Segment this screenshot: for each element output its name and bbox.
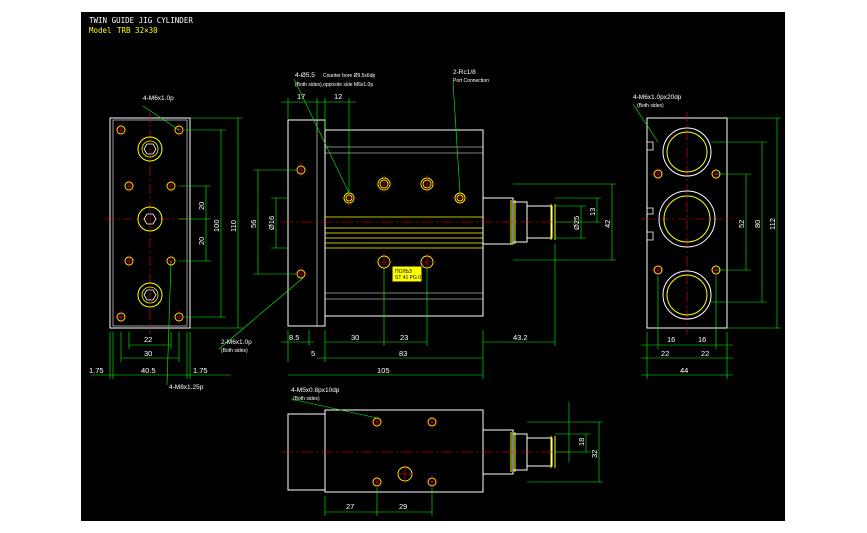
bottom-note: 4-M5x0.8px10dp bbox=[291, 387, 340, 394]
dim-center-bottom-5: 83 bbox=[399, 349, 407, 358]
right-top-note-sub: (Both sides) bbox=[637, 103, 664, 109]
dim-right-v3: 112 bbox=[768, 218, 777, 230]
dim-left-v1: 20 bbox=[197, 202, 206, 210]
dim-center-right-2: 13 bbox=[588, 208, 597, 216]
model-value: TRB 32×30 bbox=[117, 26, 158, 35]
dim-center-bottom-7: 105 bbox=[377, 366, 390, 375]
dim-center-right-1: Ø25 bbox=[572, 216, 581, 230]
hex-socket-icon bbox=[143, 213, 157, 225]
dim-left-h4: 1.75 bbox=[89, 366, 104, 375]
piston-rod bbox=[482, 197, 514, 245]
dim-right-h2: 16 bbox=[698, 335, 706, 344]
drawing-title: TWIN GUIDE JIG CYLINDER bbox=[89, 16, 193, 25]
dim-left-h1: 22 bbox=[144, 335, 152, 344]
dim-center-bottom-6: 43.2 bbox=[513, 333, 528, 342]
left-end-view: 4-M6x1.0p 4-M8x1.25p 20 20 100 110 22 30… bbox=[89, 95, 243, 391]
bottom-top-view: 4-M5x0.8px10dp (Both sides) 18 32 27 29 bbox=[281, 387, 603, 516]
bottom-body bbox=[324, 409, 484, 493]
rear-boss-top bbox=[662, 127, 712, 177]
dim-center-bottom-4: 5 bbox=[311, 349, 315, 358]
dim-center-bottom-1: 8.5 bbox=[289, 333, 299, 342]
rear-boss-middle-inner bbox=[663, 195, 711, 243]
side-notch bbox=[647, 141, 654, 241]
cad-drawing: TWIN GUIDE JIG CYLINDER Model TRB 32×30 bbox=[89, 16, 781, 516]
dim-left-h2: 30 bbox=[144, 349, 152, 358]
left-bolt-bottom bbox=[137, 282, 163, 308]
dim-center-top-1: 17 bbox=[297, 92, 305, 101]
note-port-sub: Port Connection bbox=[453, 78, 489, 84]
dim-left-v2: 20 bbox=[197, 237, 206, 245]
right-top-note: 4-M6x1.0px20dp bbox=[633, 94, 682, 101]
rear-boss-middle bbox=[658, 190, 716, 248]
dim-right-h3: 22 bbox=[661, 349, 669, 358]
dim-right-h1: 16 bbox=[667, 335, 675, 344]
dim-bottom-v1: 18 bbox=[577, 438, 586, 446]
note-counterbore-detail: Counter bore Ø9.5x6dp bbox=[323, 73, 375, 79]
dim-right-h4: 22 bbox=[701, 349, 709, 358]
dim-center-top-2: 12 bbox=[334, 92, 342, 101]
left-bolt-top bbox=[137, 136, 163, 162]
label-badge bbox=[392, 266, 422, 282]
left-bolt-top-inner bbox=[141, 140, 159, 158]
center-side-view: ПОЛЬЗ ST 41 PG 0 bbox=[218, 69, 616, 379]
rear-boss-bottom-inner bbox=[666, 274, 708, 316]
model-label: Model bbox=[89, 26, 112, 35]
dim-left-v4: 110 bbox=[229, 220, 238, 232]
dim-right-h5: 44 bbox=[680, 366, 688, 375]
dim-center-bottom-3: 23 bbox=[400, 333, 408, 342]
hex-socket-icon bbox=[143, 143, 157, 155]
note-side-tap-sub: (Both sides) bbox=[221, 348, 248, 354]
bottom-note-sub: (Both sides) bbox=[293, 396, 320, 402]
left-bottom-note: 4-M8x1.25p bbox=[169, 384, 204, 391]
note-side-tap: 2-M6x1.0p bbox=[221, 339, 252, 346]
left-bolt-bottom-inner bbox=[141, 286, 159, 304]
note-counterbore: 4-Ø5.5 bbox=[295, 72, 315, 79]
rear-boss-bottom bbox=[662, 270, 712, 320]
left-top-note: 4-M6x1.0p bbox=[143, 95, 174, 102]
dim-center-bottom-2: 30 bbox=[351, 333, 359, 342]
dim-left-h3: 40.5 bbox=[141, 366, 156, 375]
dim-right-v1: 52 bbox=[737, 220, 746, 228]
dim-center-left-1: 56 bbox=[249, 220, 258, 228]
hex-socket-icon bbox=[143, 289, 157, 301]
dim-center-right-3: 42 bbox=[603, 220, 612, 228]
dim-left-v3: 100 bbox=[212, 219, 221, 232]
badge-line-1: ПОЛЬЗ bbox=[395, 269, 412, 275]
front-plate bbox=[287, 119, 326, 327]
dim-bottom-h1: 27 bbox=[346, 502, 354, 511]
note-counterbore-sub: (Both sides),opposite side M6x1.0p bbox=[295, 82, 373, 88]
dim-bottom-v2: 32 bbox=[590, 450, 599, 458]
right-rear-view: 4-M6x1.0px20dp (Both sides) 52 80 112 16… bbox=[632, 94, 781, 379]
dim-bottom-h2: 29 bbox=[399, 502, 407, 511]
dim-center-left-2: Ø16 bbox=[267, 216, 276, 230]
badge-line-2: ST 41 PG 0 bbox=[395, 275, 421, 281]
dim-right-v2: 80 bbox=[753, 220, 762, 228]
note-port: 2-Rc1/8 bbox=[453, 69, 476, 76]
rear-boss-top-inner bbox=[666, 131, 708, 173]
left-bolt-middle bbox=[137, 206, 163, 232]
dim-left-h5: 1.75 bbox=[193, 366, 208, 375]
drawing-canvas: TWIN GUIDE JIG CYLINDER Model TRB 32×30 bbox=[81, 12, 785, 521]
